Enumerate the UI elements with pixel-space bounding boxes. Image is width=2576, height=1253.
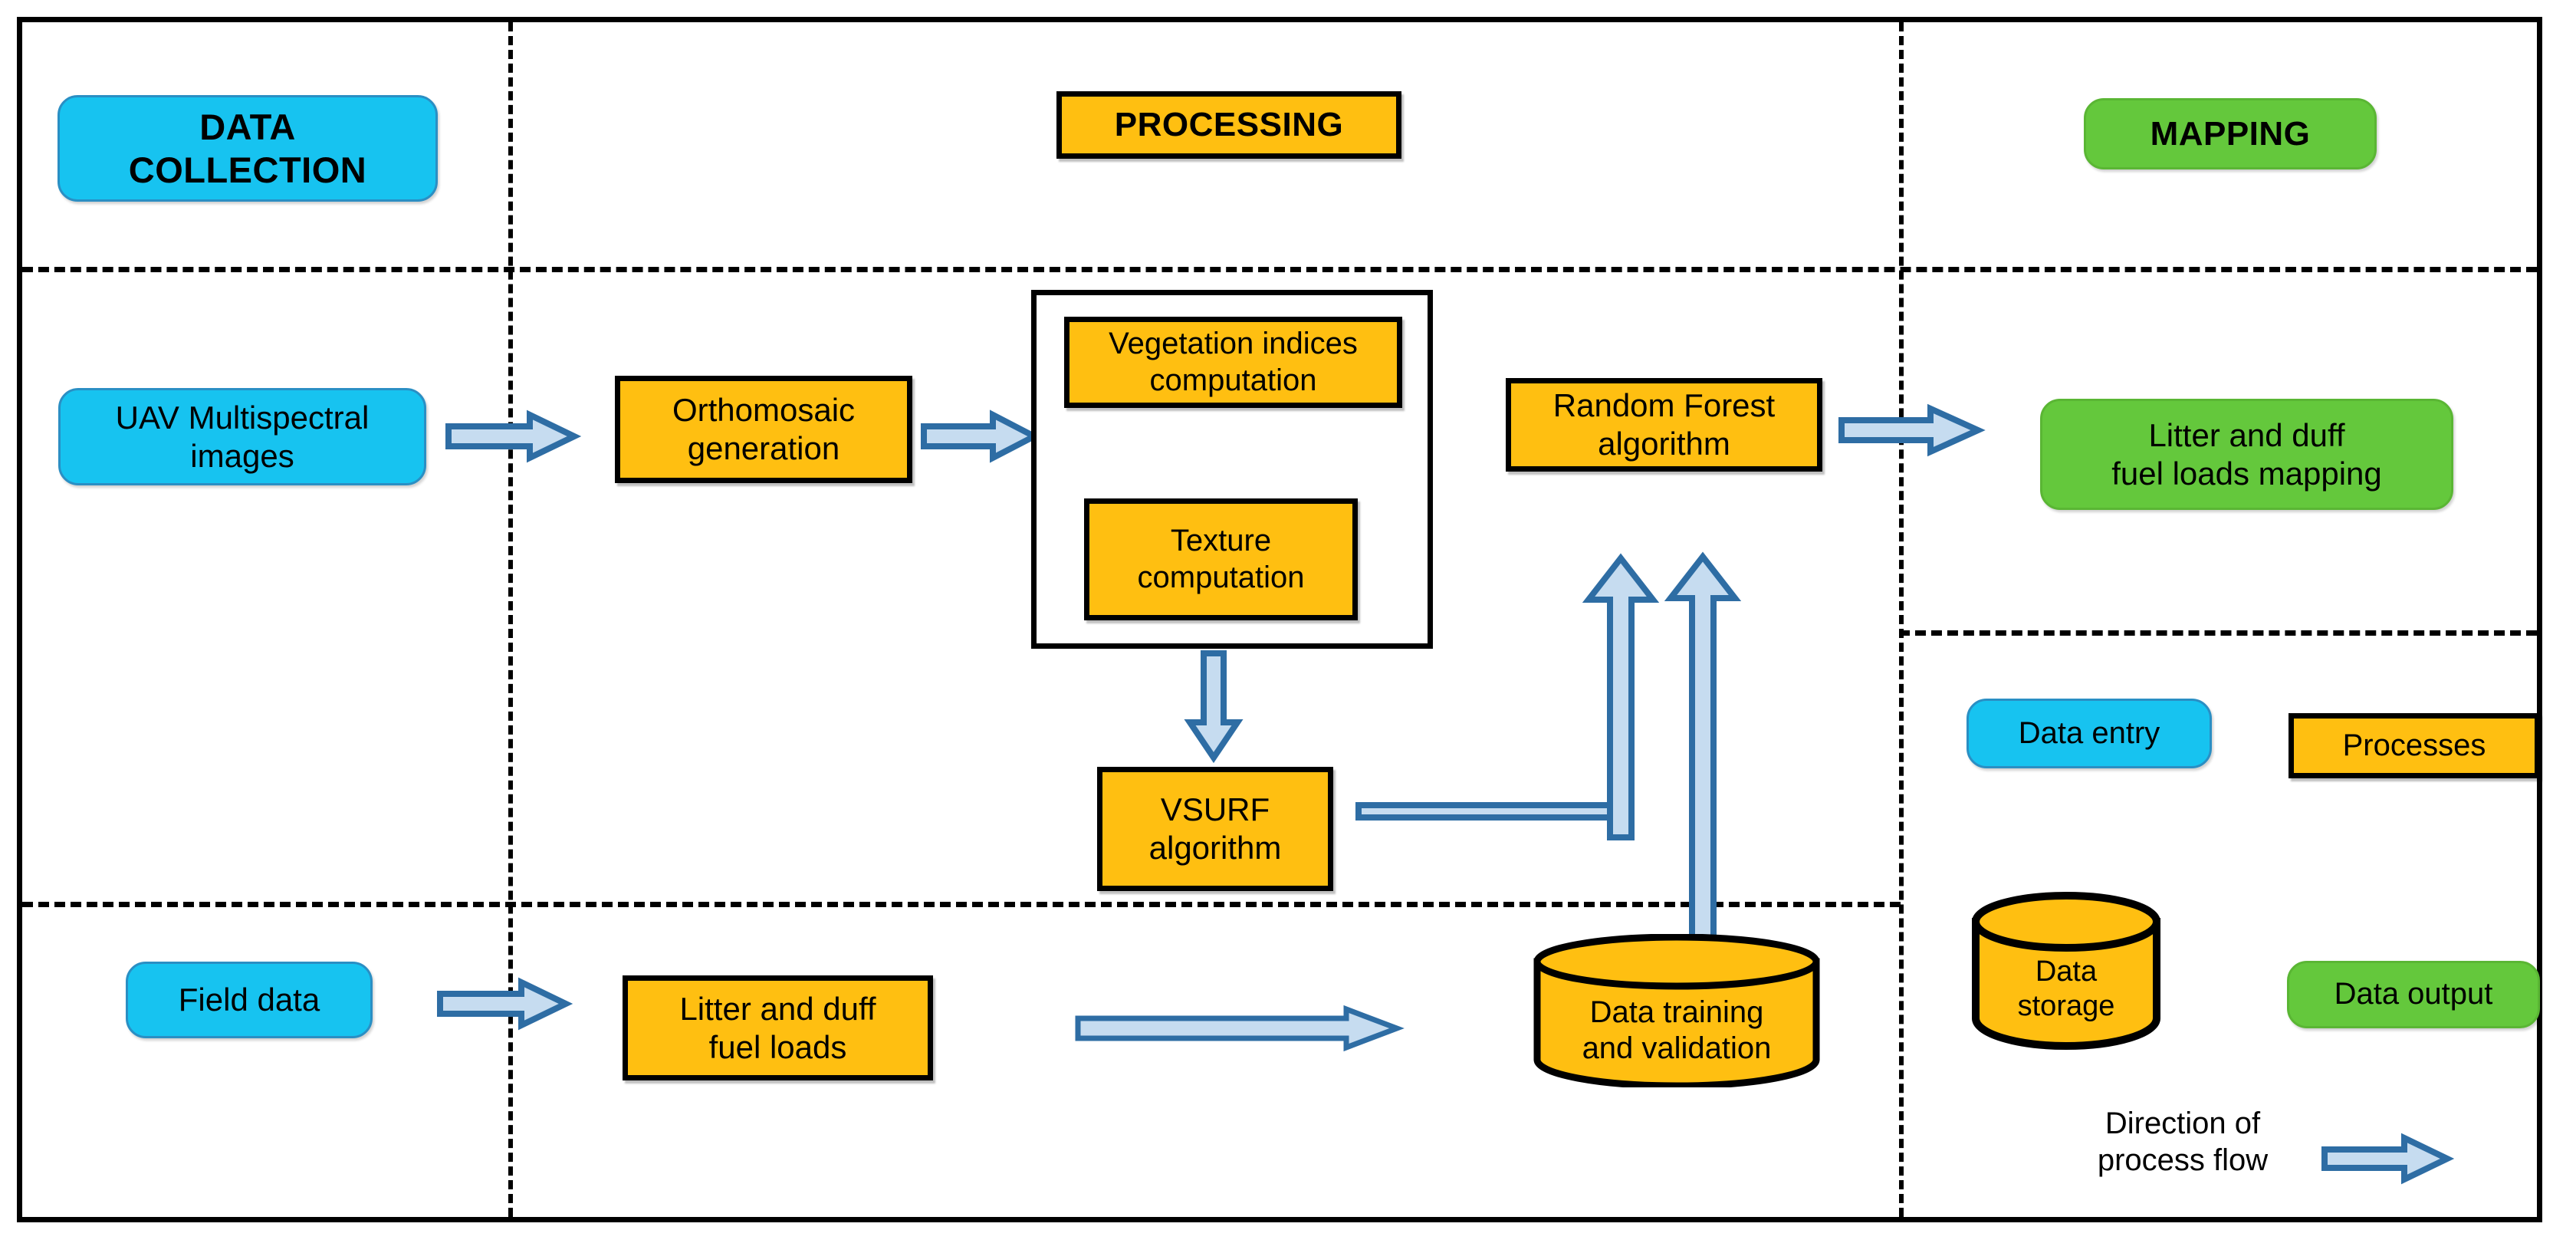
arrow-uav-to-orthomosaic [445, 409, 582, 463]
header-mapping: MAPPING [2084, 98, 2377, 169]
arrow-orthomosaic-to-computation-group [921, 409, 1041, 463]
node-random-forest-algorithm: Random Forest algorithm [1506, 378, 1822, 472]
node-vsurf-algorithm: VSURF algorithm [1097, 767, 1333, 891]
header-data-collection: DATA COLLECTION [58, 95, 438, 202]
node-orthomosaic-generation: Orthomosaic generation [615, 376, 912, 483]
data-training-label: Data training and validation [1582, 995, 1772, 1065]
legend-data-entry: Data entry [1967, 699, 2212, 768]
arrow-computation-to-vsurf [1184, 650, 1244, 764]
arrow-field-data-to-litter-duff [437, 977, 573, 1031]
legend-processes: Processes [2288, 713, 2540, 778]
node-field-data: Field data [126, 962, 373, 1038]
arrow-vsurf-to-random-forest [1355, 552, 1679, 851]
legend-flow-direction-label: Direction of process flow [2097, 1107, 2269, 1177]
divider-middle-bottom [22, 902, 1901, 907]
arrow-data-training-to-random-forest [1664, 551, 1742, 951]
divider-processing-mapping [1899, 22, 1904, 1217]
arrow-random-forest-to-mapping [1838, 403, 1986, 457]
arrow-litter-duff-to-data-training [1075, 1005, 1405, 1052]
divider-header-row [22, 267, 2537, 272]
legend-data-storage: Data storage [1970, 890, 2162, 1051]
node-texture-computation: Texture computation [1084, 498, 1358, 620]
node-data-training-and-validation: Data training and validation [1531, 934, 1822, 1087]
divider-mapping-legend [1899, 630, 2537, 636]
legend-flow-direction-arrow [2321, 1133, 2455, 1185]
node-uav-multispectral-images: UAV Multispectral images [58, 388, 426, 485]
divider-collection-processing [508, 22, 513, 1217]
legend-data-storage-label: Data storage [2017, 955, 2115, 1022]
legend-data-output: Data output [2287, 961, 2540, 1028]
node-vegetation-indices-computation: Vegetation indices computation [1064, 317, 1402, 408]
node-litter-duff-fuel-loads: Litter and duff fuel loads [623, 975, 933, 1080]
node-litter-duff-fuel-loads-mapping: Litter and duff fuel loads mapping [2040, 399, 2453, 510]
header-processing: PROCESSING [1056, 91, 1401, 159]
